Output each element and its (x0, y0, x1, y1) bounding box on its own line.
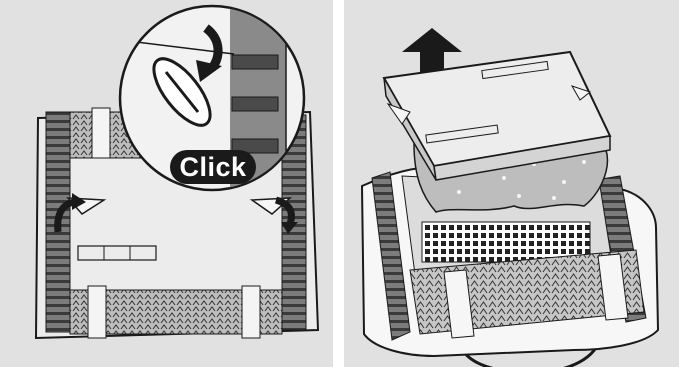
arrow-down-icon (196, 24, 223, 82)
latch-closeup (118, 4, 306, 192)
right-panel (344, 0, 679, 367)
turn-arrow-icon (54, 193, 86, 233)
left-panel: Click (0, 0, 333, 367)
robot-cover-removal-view (360, 28, 660, 367)
latch-slot-icon (152, 57, 212, 127)
arrow-up-icon (402, 28, 462, 82)
robot-bottom-view (34, 4, 320, 340)
click-label: Click (170, 150, 256, 184)
turn-arrow-icon (274, 196, 298, 234)
